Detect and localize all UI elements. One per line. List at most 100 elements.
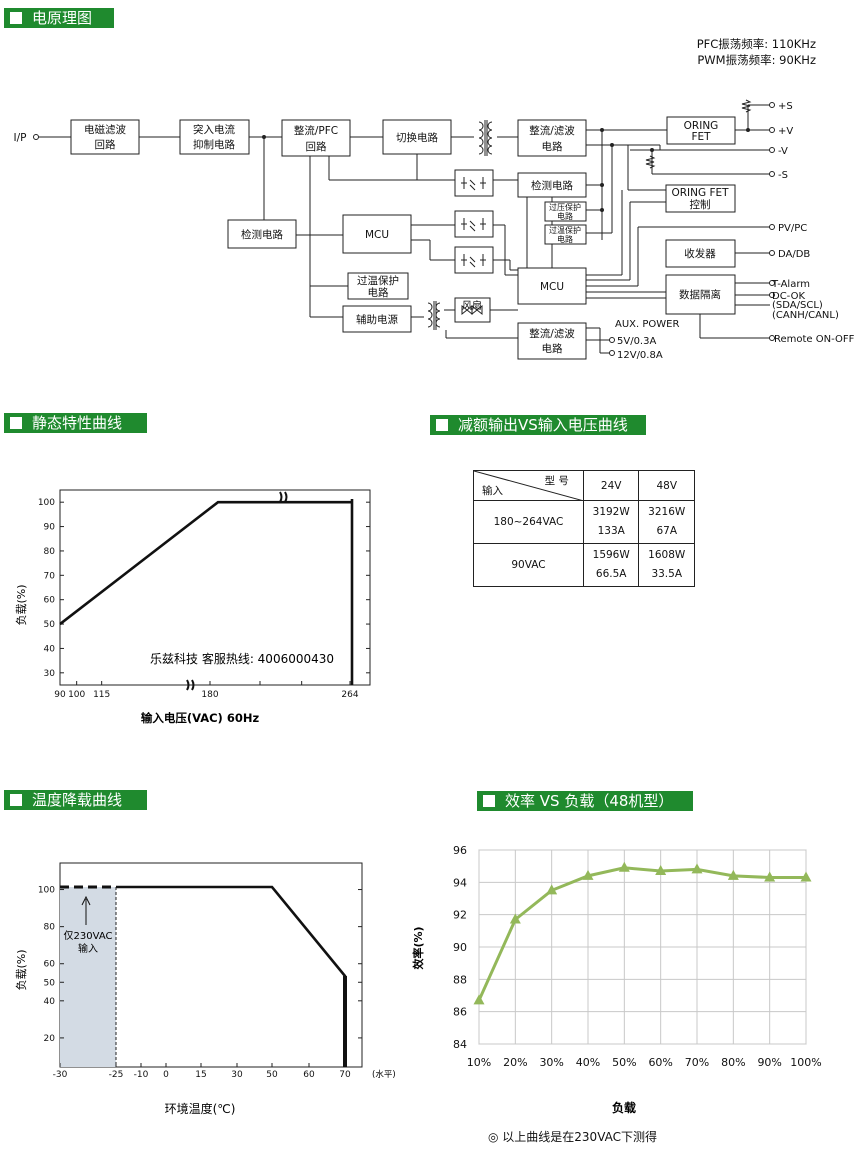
dc-ok: DC-OK [772,291,805,302]
mcu-secondary: MCU [540,281,564,293]
efficiency-point [655,865,667,876]
table-cell: 3192W 133A [582,500,640,544]
efficiency-xtick-label: 70% [685,1056,709,1069]
header-efficiency: 效率 VS 负载（48机型） [477,791,693,811]
axis-break-icon [186,491,288,691]
static-ytick-label: 40 [44,644,56,654]
pwm-frequency: PWM振荡频率: 90KHz [697,53,816,67]
efficiency-xtick-label: 100% [790,1056,821,1069]
static-ytick-label: 100 [38,498,55,508]
temp-xlabel: 环境温度(℃) [165,1101,236,1116]
header-temp: 温度降载曲线 [4,790,147,810]
efficiency-xtick-label: 30% [539,1056,563,1069]
derating-table: 型 号 输入 24V 48V 180~264VAC 3192W 133A 321… [473,470,695,587]
table-diag-header: 型 号 输入 [473,470,584,501]
detect-main: 检测电路 [531,179,573,192]
t-alarm: T-Alarm [771,279,810,290]
cell-power: 3216W [648,506,686,518]
header-text: 静态特性曲线 [32,414,123,432]
out-v-minus: -V [778,146,788,157]
temp-ytick-label: 20 [44,1034,56,1044]
static-ytick-label: 30 [44,669,56,679]
table-col-24v: 24V [582,470,640,501]
otp2-line2: 电路 [557,234,573,244]
otp-line1: 过温保护 [357,274,399,287]
table-cell: 1596W 66.5A [582,543,640,587]
table-diag-top: 型 号 [544,475,569,487]
cell-power: 1608W [648,549,686,561]
efficiency-series-line [477,866,806,1001]
efficiency-ytick-label: 94 [453,876,467,889]
pfc-line1: 整流/PFC [294,124,338,137]
input-label: I/P [14,132,27,144]
temp-ytick-label: 80 [44,923,56,933]
static-ytick-label: 90 [44,523,56,533]
efficiency-xlabel: 负载 [612,1100,636,1115]
pfc-line2: 回路 [306,140,327,153]
static-xtick-label: 90 [54,690,66,700]
header-static: 静态特性曲线 [4,413,147,433]
efficiency-xtick-label: 50% [612,1056,636,1069]
efficiency-point [764,871,776,882]
inrush-line2: 抑制电路 [193,138,235,151]
table-cell: 1608W 33.5A [638,543,695,587]
efficiency-ytick-label: 96 [453,844,467,857]
efficiency-xtick-label: 80% [721,1056,745,1069]
cell-current: 33.5A [651,568,682,580]
cell-current: 67A [656,525,677,537]
cell-current: 133A [597,525,625,537]
cell-power: 1596W [592,549,630,561]
temp-ylabel: 负载(%) [14,949,28,990]
temp-xtick-label: -10 [134,1070,149,1080]
oring-line1: ORING [684,120,719,132]
header-text: 减额输出VS输入电压曲线 [458,416,628,434]
rectifier2-line1: 整流/滤波 [529,327,575,340]
otp-line2: 电路 [368,286,389,299]
static-ytick-label: 50 [44,620,56,630]
footnote: ◎ 以上曲线是在230VAC下测得 [488,1130,658,1144]
aux-12v: 12V/0.8A [617,350,663,361]
out-v-plus: +V [778,126,793,137]
static-ytick-label: 70 [44,571,56,581]
da-db: DA/DB [778,249,810,260]
temp-xtick-label: 70 [339,1070,351,1080]
efficiency-point [800,871,812,882]
header-text: 温度降载曲线 [32,791,123,809]
ovp-line2: 电路 [557,211,573,221]
aux-5v: 5V/0.3A [617,336,656,347]
data-isolation: 数据隔离 [679,288,721,301]
temp-xtick-label: -30 [53,1070,68,1080]
aux-power: AUX. POWER [615,319,679,330]
switch-circuit: 切换电路 [396,131,438,144]
block-diagram: I/P 电磁滤波 回路 突入电流 抑制电路 整流/PFC 回路 切换电路 整流/… [14,99,855,361]
efficiency-point [727,869,739,880]
static-xtick-label: 100 [68,690,85,700]
table-col-48v: 48V [638,470,695,501]
table-row-input: 90VAC [473,543,584,587]
temp-ytick-label: 100 [38,886,55,896]
efficiency-ytick-label: 84 [453,1038,467,1051]
temp-xtick-label: 0 [163,1070,169,1080]
efficiency-point [546,884,558,895]
header-square-icon [10,12,22,24]
cell-power: 3192W [592,506,630,518]
detect-input: 检测电路 [241,228,283,241]
efficiency-xtick-label: 40% [576,1056,600,1069]
inrush-line1: 突入电流 [193,123,235,136]
remote-on-off: Remote ON-OFF [774,334,855,345]
efficiency-ytick-label: 88 [453,973,467,986]
static-xtick-label: 115 [93,690,110,700]
header-square-icon [10,794,22,806]
oring-line2: FET [691,131,711,143]
aux-supply: 辅助电源 [356,313,398,326]
out-s-minus: -S [778,170,788,181]
table-diag-bottom: 输入 [482,485,503,497]
temp-xtick-label: -25 [109,1070,124,1080]
rectifier1-line1: 整流/滤波 [529,124,575,137]
efficiency-ylabel: 效率(%) [411,926,425,969]
emi-filter-line1: 电磁滤波 [84,123,126,136]
efficiency-ytick-label: 92 [453,909,467,922]
efficiency-xtick-label: 60% [648,1056,672,1069]
